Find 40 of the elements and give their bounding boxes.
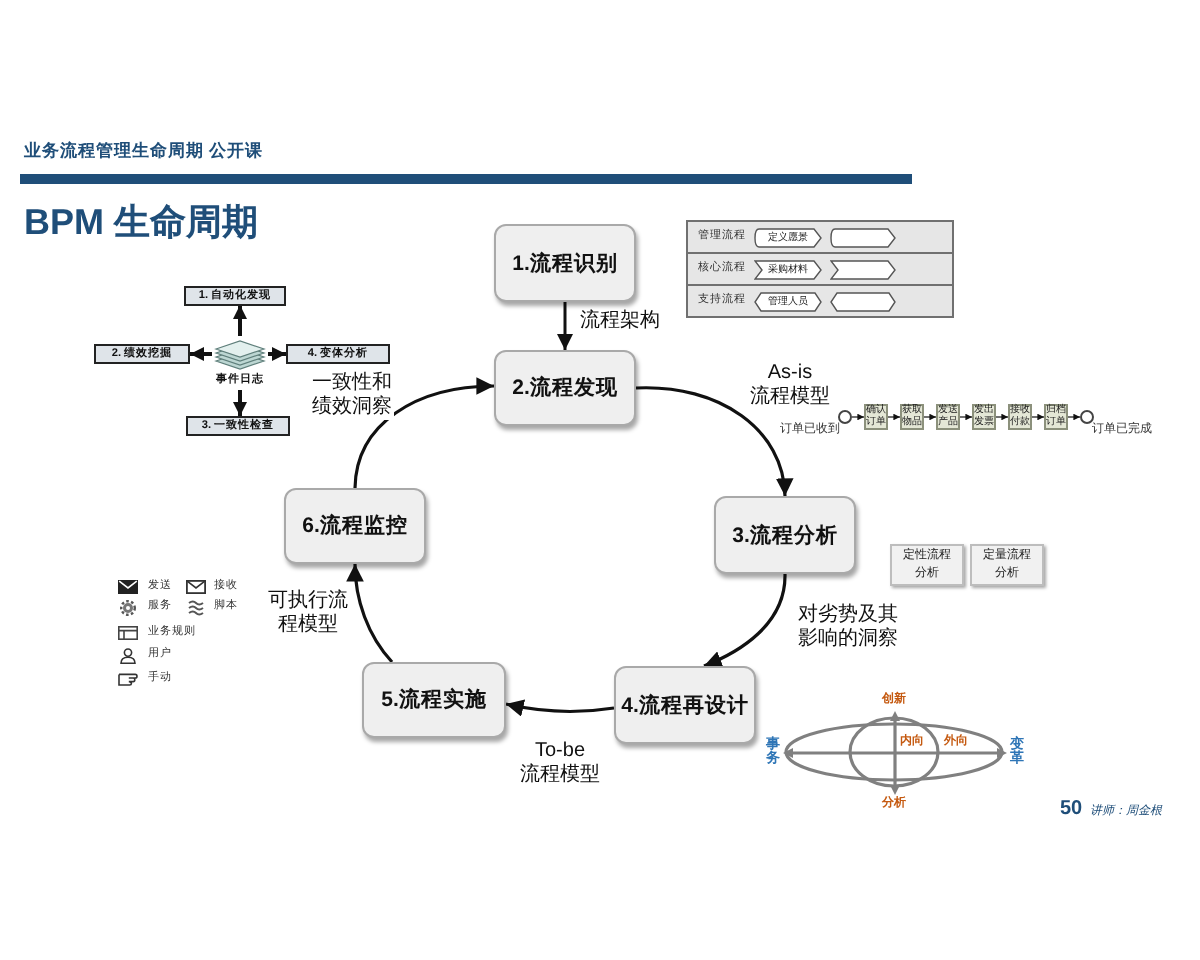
event-circle: [838, 410, 852, 424]
arrow-shape: [830, 227, 896, 247]
process-box: 3.流程分析: [714, 496, 856, 574]
arrow: [556, 302, 574, 350]
arrow: [887, 413, 901, 421]
edge-label: 流程架构: [580, 310, 660, 335]
arrow: [232, 305, 248, 336]
arrow: [959, 413, 973, 421]
edge-label: To-be 流程模型: [516, 740, 604, 789]
arrow: [636, 386, 793, 497]
process-band: [686, 284, 954, 318]
process-box: 1.流程识别: [494, 224, 636, 302]
process-box: 6.流程监控: [284, 488, 426, 564]
edge-label: 可执行流程模型: [267, 590, 349, 639]
process-band: [686, 220, 954, 254]
arrow: [346, 563, 394, 664]
edge-label: 对劣势及其影响的洞察: [796, 604, 900, 653]
arrow: [1067, 413, 1081, 421]
arrow: [703, 573, 787, 668]
chevron-shape: [830, 259, 896, 279]
arrow: [995, 413, 1009, 421]
process-box: 4.流程再设计: [614, 666, 756, 744]
edge-label: As-is 流程模型: [746, 362, 834, 411]
arrow: [1031, 413, 1045, 421]
header-text: 业务流程管理生命周期 公开课: [24, 142, 263, 161]
arrow: [923, 413, 937, 421]
arrow: [268, 346, 286, 362]
process-box: 2.流程发现: [494, 350, 636, 426]
arrow: [232, 390, 248, 416]
page-number: 50: [1060, 798, 1083, 820]
arrow: [353, 377, 495, 489]
edge-label: 一致性和绩效洞察: [310, 372, 394, 421]
arrow: [505, 699, 615, 717]
hexagon-shape: [830, 291, 896, 311]
arrow: [851, 413, 865, 421]
page-title: BPM 生命周期: [24, 202, 258, 246]
process-box: 5.流程实施: [362, 662, 506, 738]
arrow: [190, 346, 212, 362]
event-circle: [1080, 410, 1094, 424]
process-band: [686, 252, 954, 286]
